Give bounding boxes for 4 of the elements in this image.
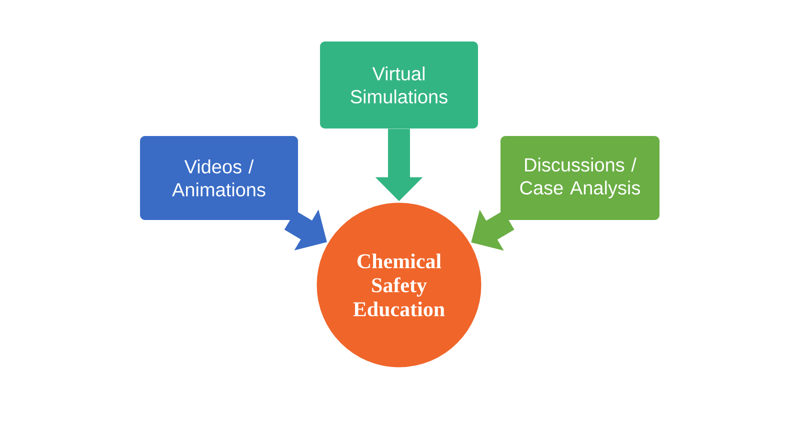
process-box: Discussions / Case Analysis xyxy=(500,136,660,220)
process-box: Videos / Animations xyxy=(140,136,298,220)
circle-node: Chemical Safety Education xyxy=(315,201,483,369)
process-box: Virtual Simulations xyxy=(320,42,478,128)
